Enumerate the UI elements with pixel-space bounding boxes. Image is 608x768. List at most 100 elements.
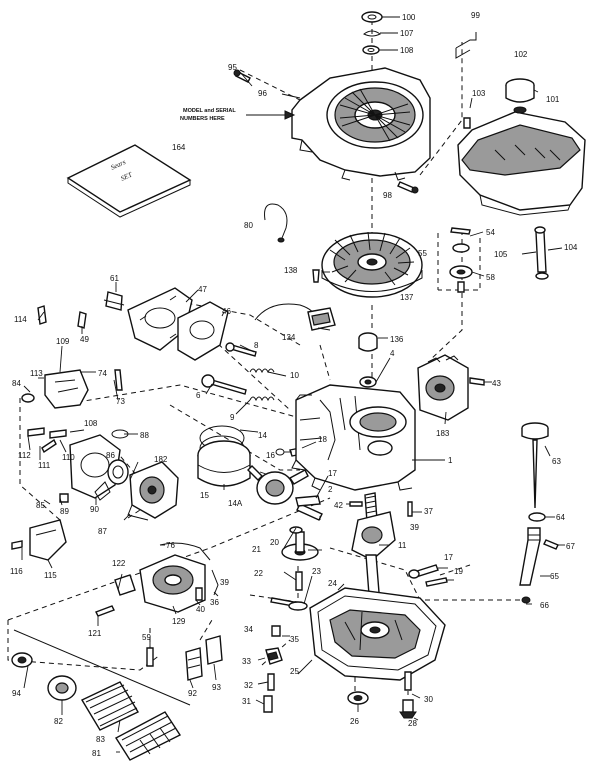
label-129: 129 — [172, 617, 186, 626]
label-114: 114 — [14, 315, 27, 324]
label-107: 107 — [400, 29, 414, 38]
part-11-crankshaft — [351, 492, 396, 609]
part-138-screw — [312, 269, 320, 283]
label-96: 96 — [258, 89, 267, 98]
label-58: 58 — [486, 273, 495, 282]
part-107-clip — [363, 30, 381, 37]
part-90-gasket — [94, 481, 111, 501]
label-42: 42 — [334, 501, 343, 510]
part-54-screen-bolt — [450, 227, 471, 235]
label-33: 33 — [242, 657, 251, 666]
part-122-gasket — [114, 574, 136, 596]
label-15: 15 — [200, 491, 209, 500]
label-14: 14 — [258, 431, 267, 440]
part-81-pre-cleaner — [115, 711, 182, 761]
part-55-starter-cup — [452, 243, 470, 253]
part-63-dipstick — [521, 422, 549, 509]
part-108-washer — [362, 45, 380, 55]
part-137-flywheel — [321, 231, 423, 298]
label-74: 74 — [98, 369, 107, 378]
part-number-labels: 100 107 108 99 102 101 103 95 96 98 104 … — [10, 11, 578, 758]
part-28-drain-plug — [399, 699, 417, 719]
part-73-screw — [114, 369, 123, 391]
part-49-screw — [77, 311, 87, 329]
label-65: 65 — [550, 572, 559, 581]
part-93-plate — [205, 635, 223, 665]
label-102: 102 — [514, 50, 528, 59]
label-99: 99 — [471, 11, 480, 20]
label-90: 90 — [90, 505, 99, 514]
part-4-key — [359, 376, 377, 388]
label-54: 54 — [486, 228, 495, 237]
part-35-washer — [271, 625, 281, 637]
label-112: 112 — [18, 451, 31, 460]
part-19-bolt — [425, 577, 448, 587]
part-98-bolt — [397, 181, 419, 194]
label-85: 85 — [36, 501, 45, 510]
label-34: 34 — [244, 625, 253, 634]
label-46: 46 — [222, 307, 231, 316]
part-42-bolt — [349, 501, 363, 507]
part-32-bolt — [267, 673, 275, 691]
label-113: 113 — [30, 369, 43, 378]
label-37: 37 — [424, 507, 433, 516]
part-64-seal — [528, 512, 546, 522]
part-92-bracket — [185, 647, 203, 681]
part-17-rod-cap — [295, 495, 321, 507]
label-23: 23 — [312, 567, 321, 576]
label-4: 4 — [390, 349, 395, 358]
label-19: 19 — [454, 567, 463, 576]
label-31: 31 — [242, 697, 251, 706]
part-14A-connecting-rod — [247, 465, 309, 505]
part-6-valve — [201, 374, 247, 395]
label-36: 36 — [210, 598, 219, 607]
label-39b: 39 — [220, 578, 229, 587]
label-111: 111 — [38, 461, 51, 470]
part-105-fuel-line — [534, 226, 549, 280]
label-116: 116 — [10, 567, 23, 576]
label-16: 16 — [266, 451, 275, 460]
label-84: 84 — [12, 379, 21, 388]
part-46-plate — [177, 301, 229, 361]
part-15-piston — [197, 440, 251, 487]
label-108: 108 — [400, 46, 414, 55]
part-134-ignition-module — [254, 303, 336, 331]
part-111-screw — [41, 438, 57, 454]
part-129-air-cleaner-body — [139, 554, 206, 613]
part-20-governor-gear — [281, 531, 319, 561]
label-89: 89 — [60, 507, 69, 516]
part-30-bolt — [404, 671, 412, 691]
label-18: 18 — [318, 435, 327, 444]
part-84-nut — [21, 393, 35, 403]
part-100-nut — [361, 11, 383, 23]
part-102-fuel-cap — [505, 78, 535, 114]
label-92: 92 — [188, 689, 197, 698]
label-182: 182 — [154, 455, 168, 464]
leader-lines — [21, 16, 565, 753]
label-110: 110 — [62, 453, 75, 462]
label-95: 95 — [228, 63, 237, 72]
part-76-choke-link — [159, 542, 211, 561]
model-serial-note: MODEL and SERIAL NUMBERS HERE — [180, 108, 296, 122]
label-49: 49 — [80, 335, 89, 344]
part-183-muffler — [417, 354, 469, 421]
label-82: 82 — [54, 717, 63, 726]
label-98: 98 — [383, 191, 392, 200]
part-116-screw — [11, 540, 23, 550]
part-33-governor-crank — [265, 647, 283, 665]
part-36-link — [211, 569, 219, 596]
label-94: 94 — [12, 689, 21, 698]
label-81: 81 — [92, 749, 101, 758]
part-99-bracket — [455, 32, 477, 59]
part-22-governor-shaft — [295, 571, 303, 591]
label-87: 87 — [98, 527, 107, 536]
part-58-starter-cup — [449, 265, 473, 293]
part-103-screw — [463, 117, 471, 129]
label-35: 35 — [290, 635, 299, 644]
part-37-screw — [407, 501, 413, 517]
part-40-screw — [195, 587, 203, 601]
part-67-screw — [543, 539, 559, 550]
part-115-bracket — [29, 519, 67, 561]
label-64: 64 — [556, 513, 565, 522]
